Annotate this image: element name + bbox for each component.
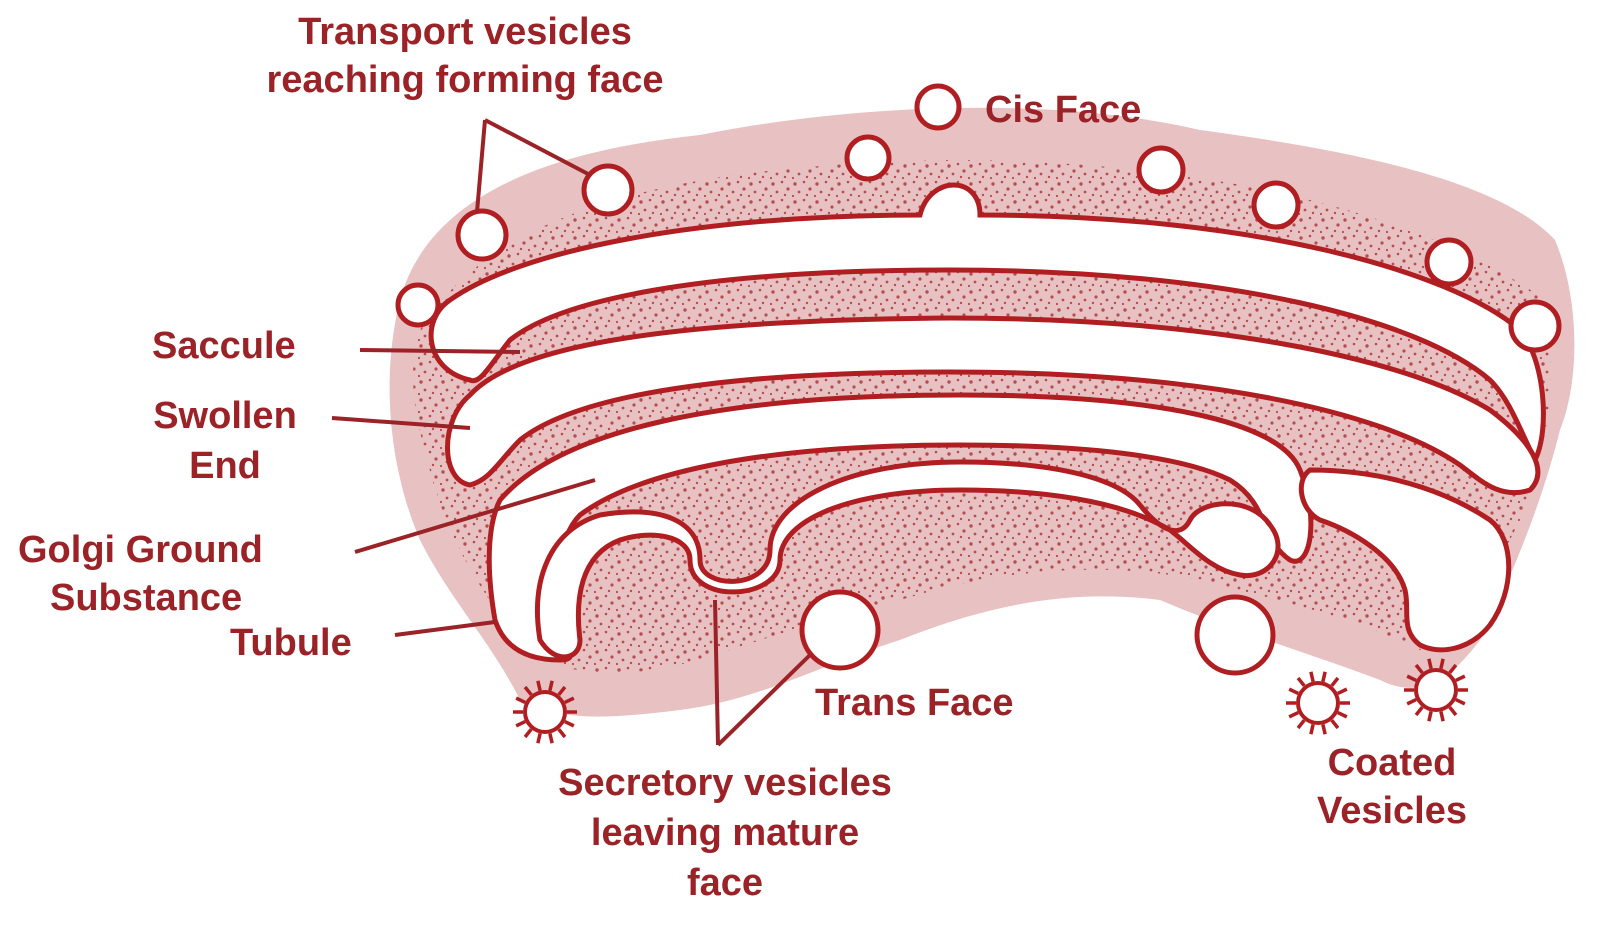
label-secretory-line1: Secretory vesicles xyxy=(558,762,892,804)
transport-vesicle xyxy=(847,137,889,179)
label-coated-line2: Vesicles xyxy=(1317,790,1467,832)
secretory-vesicle xyxy=(1197,597,1273,673)
label-swollen-line2: End xyxy=(189,445,261,487)
transport-vesicle xyxy=(458,211,506,259)
label-secretory-line2: leaving mature xyxy=(591,812,859,854)
label-secretory-line3: face xyxy=(687,862,763,904)
transport-vesicle xyxy=(1427,240,1471,284)
label-tubule: Tubule xyxy=(230,622,352,664)
label-cis-face: Cis Face xyxy=(985,89,1141,131)
leader-saccule xyxy=(360,350,520,352)
label-golgi-line1: Golgi Ground xyxy=(18,529,263,571)
coated-vesicle xyxy=(1286,672,1350,734)
label-coated-line1: Coated xyxy=(1328,742,1457,784)
transport-vesicle xyxy=(584,166,632,214)
label-golgi-line2: Substance xyxy=(50,577,242,619)
label-saccule: Saccule xyxy=(152,325,296,367)
secretory-vesicle xyxy=(802,592,878,668)
label-transport-line2: reaching forming face xyxy=(267,59,664,101)
transport-vesicle xyxy=(398,285,438,325)
transport-vesicle xyxy=(1511,302,1559,350)
label-swollen-line1: Swollen xyxy=(153,395,297,437)
transport-vesicle xyxy=(1254,183,1298,227)
label-transport-line1: Transport vesicles xyxy=(298,11,632,53)
transport-vesicle xyxy=(1139,148,1183,192)
transport-vesicle xyxy=(917,86,959,128)
label-trans-face: Trans Face xyxy=(815,682,1014,724)
